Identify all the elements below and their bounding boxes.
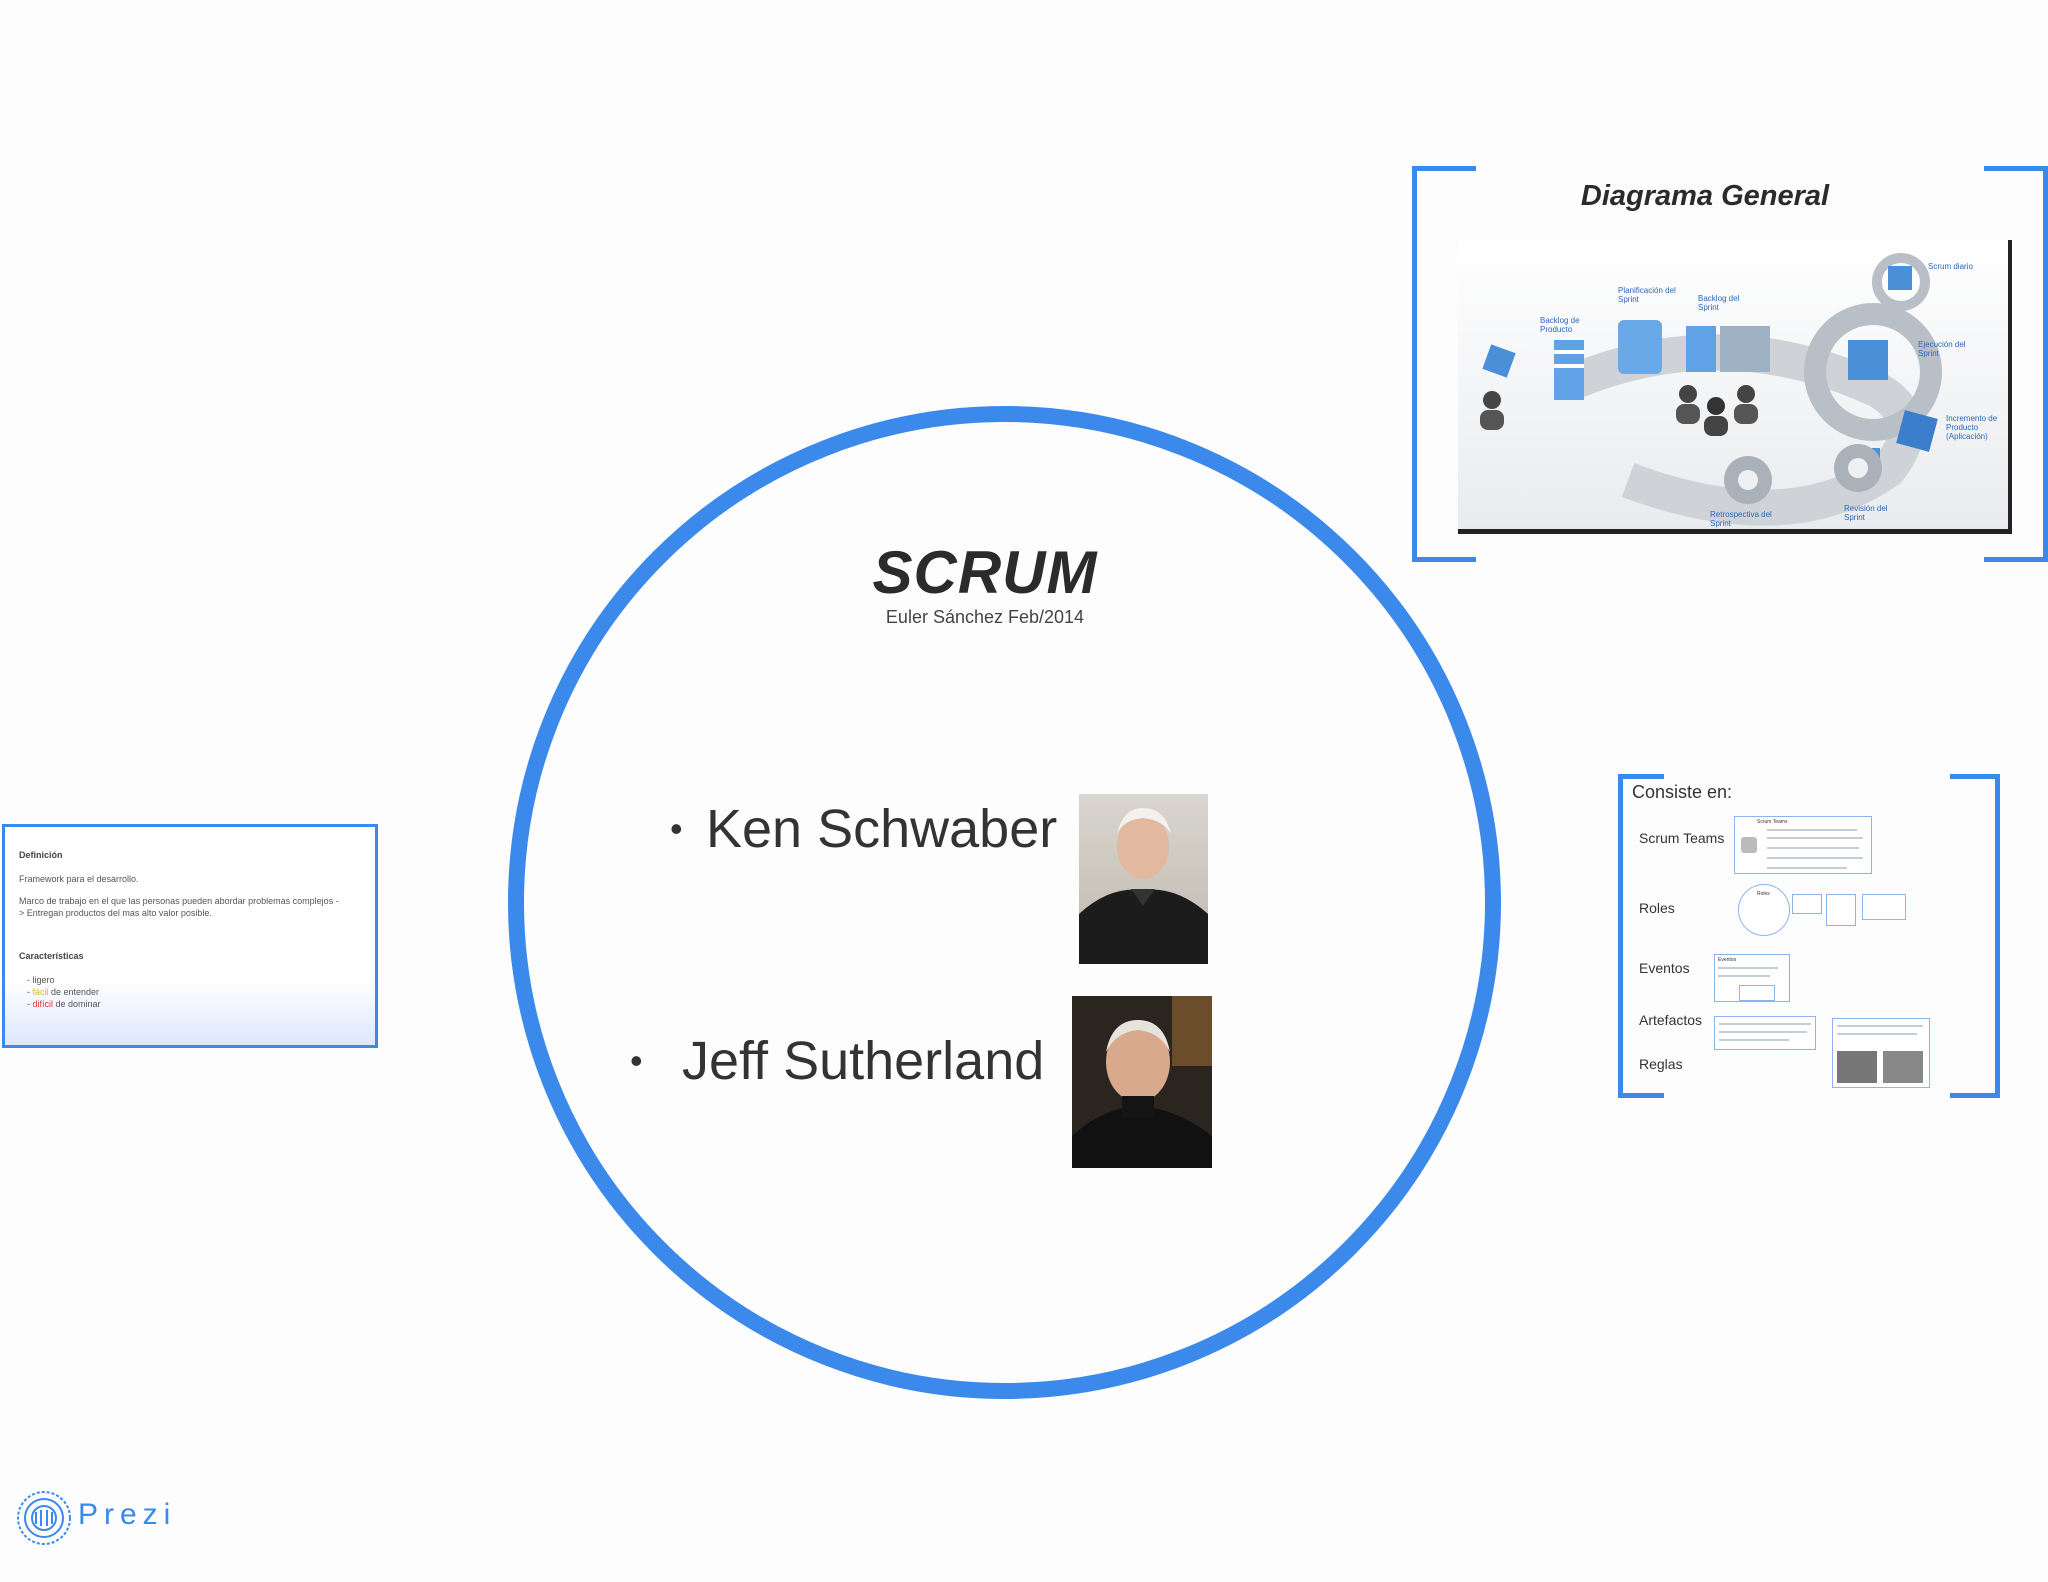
person-name-ken-schwaber: Ken Schwaber [706, 799, 1058, 859]
consiste-item-eventos[interactable]: Eventos [1639, 960, 1690, 976]
consiste-title[interactable]: Consiste en: [1632, 782, 1733, 802]
caracteristica-dificil: - difícil de dominar [27, 998, 101, 1009]
definicion-card[interactable]: Definición Framework para el desarrollo.… [2, 824, 378, 1048]
consiste-frame-left-bracket [1618, 774, 1664, 1098]
artefactos-thumbnail[interactable] [1714, 1016, 1816, 1050]
roles-thumbnail-4[interactable] [1862, 894, 1906, 920]
caracteristica-ligero: - ligero [27, 974, 55, 985]
consiste-item-reglas[interactable]: Reglas [1639, 1056, 1683, 1072]
bullet: • [670, 808, 683, 849]
diagram-frame-right-bracket [1984, 166, 2048, 562]
eventos-thumbnail[interactable]: Eventos [1714, 954, 1790, 1002]
consiste-item-roles[interactable]: Roles [1639, 900, 1675, 916]
presentation-subtitle: Euler Sánchez Feb/2014 [885, 607, 1085, 627]
definicion-heading: Definición [19, 850, 63, 860]
caracteristica-facil: - fácil de entender [27, 986, 100, 997]
jeff-sutherland-photo [1072, 996, 1212, 1168]
label-ejecucion: Ejecución del Sprint [1918, 340, 1966, 358]
prezi-logo-icon [16, 1490, 72, 1546]
definicion-line-1: Framework para el desarrollo. [19, 874, 139, 885]
definicion-line-2: Marco de trabajo en el que las personas … [19, 896, 339, 919]
prezi-logo-text: Prezi [78, 1498, 177, 1531]
label-planificacion: Planificación del Sprint [1618, 286, 1676, 304]
label-retrospectiva: Retrospectiva del Sprint [1710, 510, 1772, 528]
label-backlog-producto: Backlog de Producto [1540, 316, 1580, 334]
label-incremento: Incremento de Producto (Aplicación) [1946, 414, 1998, 441]
roles-thumbnail-2[interactable] [1792, 894, 1822, 914]
ken-schwaber-photo [1079, 794, 1208, 964]
label-scrum-diario: Scrum diario [1928, 262, 1973, 271]
caracteristicas-heading: Características [19, 950, 84, 961]
presentation-title: SCRUM [872, 539, 1098, 606]
reglas-thumbnail[interactable] [1832, 1018, 1930, 1088]
consiste-frame-right-bracket [1950, 774, 2000, 1098]
label-backlog-sprint: Backlog del Sprint [1698, 294, 1740, 312]
scrum-cycle-illustration [1480, 253, 1942, 526]
person-name-jeff-sutherland: Jeff Sutherland [682, 1031, 1045, 1091]
bullet: • [630, 1040, 643, 1081]
consiste-item-scrum-teams[interactable]: Scrum Teams [1639, 830, 1725, 846]
diagram-title[interactable]: Diagrama General [1580, 180, 1830, 212]
label-revision: Revisión del Sprint [1844, 504, 1888, 522]
diagram-frame-left-bracket [1412, 166, 1476, 562]
scrum-teams-thumbnail[interactable]: Scrum Teams [1734, 816, 1872, 874]
consiste-item-artefactos[interactable]: Artefactos [1639, 1012, 1703, 1028]
roles-thumbnail-3[interactable] [1826, 894, 1856, 926]
roles-thumbnail[interactable]: Roles [1738, 884, 1790, 936]
scrum-process-diagram[interactable]: Backlog de Producto Planificación del Sp… [1458, 240, 2012, 534]
